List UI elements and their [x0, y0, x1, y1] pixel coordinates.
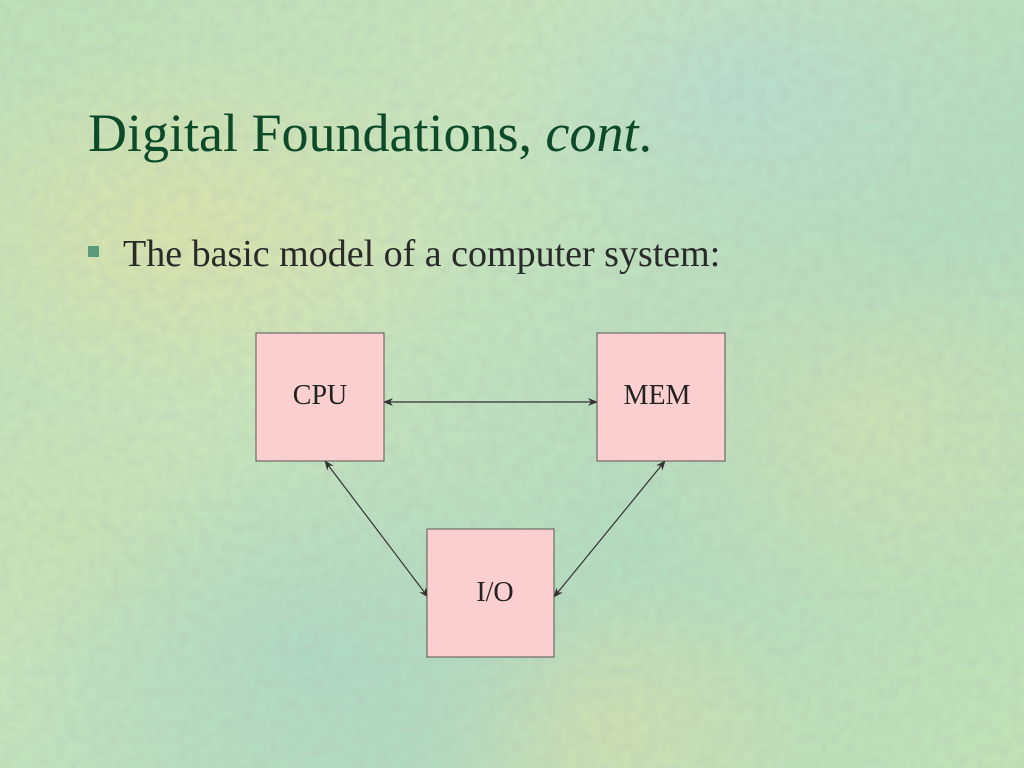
slide-title: Digital Foundations, cont. — [88, 103, 652, 163]
edge-cpu-io — [324, 460, 429, 598]
square-bullet-icon — [88, 245, 99, 257]
title-main: Digital Foundations, — [88, 103, 546, 163]
io-label: I/O — [476, 577, 513, 608]
mem-label: MEM — [624, 380, 691, 411]
cpu-label: CPU — [293, 380, 347, 411]
cpu-node: CPU — [255, 332, 385, 462]
mem-node: MEM — [596, 332, 726, 462]
io-node: I/O — [426, 528, 555, 658]
edge-mem-io — [553, 460, 666, 598]
io-box — [426, 528, 555, 658]
cpu-box — [255, 332, 385, 462]
bullet-text: The basic model of a computer system: — [123, 233, 721, 275]
mem-box — [596, 332, 726, 462]
bullet-item: The basic model of a computer system: — [88, 232, 720, 278]
title-italic: cont — [545, 103, 639, 163]
title-end: . — [638, 103, 652, 163]
